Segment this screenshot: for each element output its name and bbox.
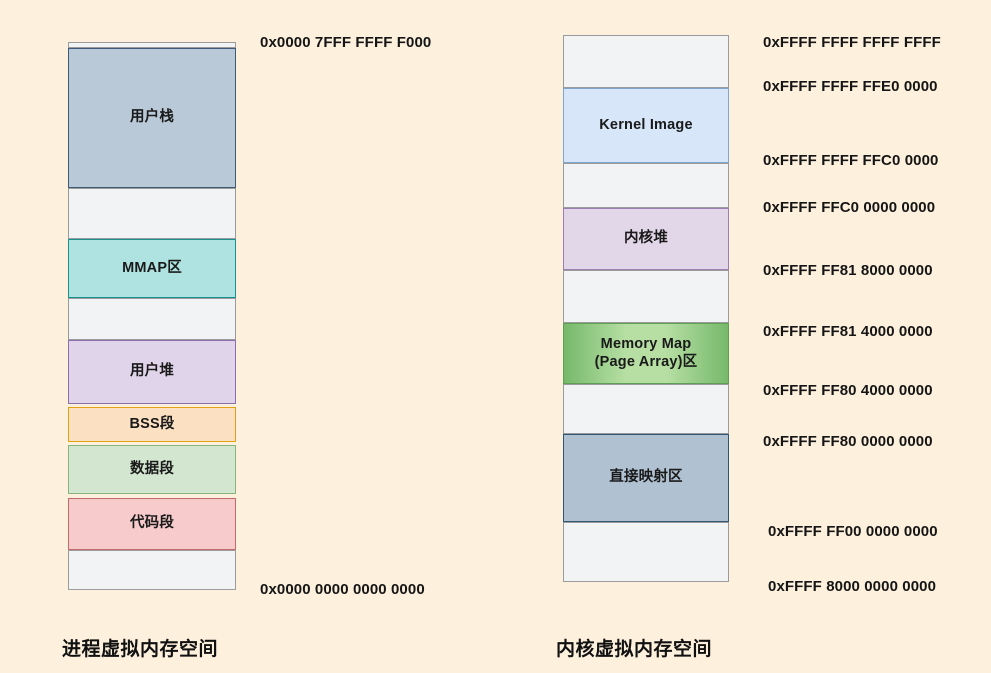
- memory-block-label: 内核堆: [623, 230, 669, 247]
- memory-block-data-segment: 数据段: [68, 445, 236, 494]
- memory-block-label: BSS段: [129, 415, 175, 432]
- kernel-memory-column: Kernel Image 内核堆 Memory Map (Page Array)区直…: [563, 35, 729, 582]
- address-label-addr-kernel-base: 0xFFFF 8000 0000 0000: [768, 578, 937, 595]
- address-label-addr-memmap-top: 0xFFFF FF81 4000 0000: [763, 323, 933, 340]
- address-label-stack-top-address: 0x0000 7FFF FFFF F000: [260, 34, 432, 51]
- address-label-addr-top: 0xFFFF FFFF FFFF FFFF: [763, 34, 941, 51]
- memory-block-kernel-image: Kernel Image: [563, 88, 729, 163]
- memory-block-label: Memory Map (Page Array)区: [594, 336, 698, 370]
- memory-block-user-heap: 用户堆: [68, 340, 236, 404]
- address-label-zero-address: 0x0000 0000 0000 0000: [260, 581, 425, 598]
- memory-block-label: 用户堆: [129, 363, 175, 380]
- memory-block-kernel-heap: 内核堆: [563, 208, 729, 270]
- memory-block-gap-heap-memmap: [563, 270, 729, 323]
- memory-block-memory-map-region: Memory Map (Page Array)区: [563, 323, 729, 384]
- memory-block-label: MMAP区: [122, 259, 182, 276]
- memory-block-user-stack: 用户栈: [68, 48, 236, 188]
- memory-block-mmap-region: MMAP区: [68, 239, 236, 298]
- address-label-addr-kheap-bottom: 0xFFFF FF81 8000 0000: [763, 262, 933, 279]
- memory-block-bottom-gap: [563, 522, 729, 582]
- memory-block-label: 代码段: [129, 515, 175, 532]
- memory-block-label: 用户栈: [129, 109, 175, 126]
- address-label-addr-image-top: 0xFFFF FFFF FFE0 0000: [763, 78, 938, 95]
- process-space-caption: 进程虚拟内存空间: [62, 639, 219, 660]
- memory-block-label: Kernel Image: [599, 116, 693, 133]
- kernel-space-caption: 内核虚拟内存空间: [556, 639, 713, 660]
- memory-block-label: 直接映射区: [609, 469, 683, 486]
- memory-block-bottom-gap: [68, 550, 236, 590]
- memory-block-label: 数据段: [129, 460, 175, 477]
- memory-block-gap-stack-mmap: [68, 188, 236, 239]
- address-label-addr-direct-bottom: 0xFFFF FF00 0000 0000: [768, 523, 938, 540]
- memory-block-gap-image-heap: [563, 163, 729, 208]
- memory-block-direct-mapping: 直接映射区: [563, 434, 729, 522]
- address-label-addr-memmap-bottom: 0xFFFF FF80 4000 0000: [763, 382, 933, 399]
- address-label-addr-kheap-top: 0xFFFF FFC0 0000 0000: [763, 199, 936, 216]
- memory-block-code-segment: 代码段: [68, 498, 236, 550]
- memory-block-top-sliver: [68, 42, 236, 48]
- memory-block-top-gap: [563, 35, 729, 88]
- address-label-addr-direct-top: 0xFFFF FF80 0000 0000: [763, 433, 933, 450]
- memory-block-bss-segment: BSS段: [68, 407, 236, 442]
- memory-block-gap-memmap-direct: [563, 384, 729, 434]
- memory-block-gap-mmap-heap: [68, 298, 236, 340]
- address-label-addr-image-bottom: 0xFFFF FFFF FFC0 0000: [763, 152, 939, 169]
- process-memory-column: 用户栈 MMAP区用户堆 BSS段数据段代码段: [68, 42, 236, 590]
